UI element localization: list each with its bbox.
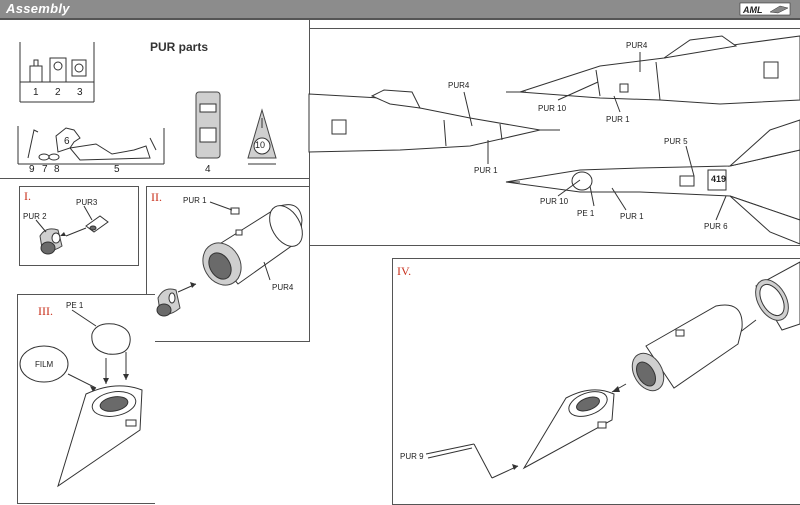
part-number-4: 4 (205, 164, 211, 175)
part-number-9: 9 (29, 164, 35, 175)
step-1-panel (19, 186, 139, 266)
step-4-number: IV. (397, 264, 412, 278)
part-number-7: 7 (42, 164, 48, 175)
label-top-pur4: PUR4 (626, 41, 648, 50)
brand-logo: AML (739, 2, 792, 16)
label-bottom-pur1: PUR 1 (620, 212, 644, 221)
part-number-8: 8 (54, 164, 60, 175)
label-bottom-pur6: PUR 6 (704, 222, 728, 231)
logo-text: AML (742, 5, 763, 15)
pur-parts-title: PUR parts (150, 40, 209, 54)
pur-parts-drawings (17, 42, 277, 165)
page-title: Assembly (6, 1, 70, 16)
part-number-10: 10 (255, 140, 266, 150)
label-bottom-pur5: PUR 5 (664, 137, 688, 146)
label-left-pur4: PUR4 (448, 81, 470, 90)
label-pur4-step2: PUR4 (272, 283, 294, 292)
step-1-number: I. (24, 189, 31, 203)
label-top-pur10: PUR 10 (538, 104, 567, 113)
logo-icon: AML (739, 2, 791, 16)
part-number-1: 1 (33, 87, 39, 98)
label-pur2: PUR 2 (23, 212, 47, 221)
header-bar: Assembly AML (0, 0, 800, 20)
label-pe1-step3: PE 1 (66, 301, 84, 310)
part-number-3: 3 (77, 87, 83, 98)
part-number-6: 6 (64, 136, 70, 147)
label-top-pur1: PUR 1 (606, 115, 630, 124)
part-number-2: 2 (55, 87, 61, 98)
label-pur9: PUR 9 (400, 452, 424, 461)
label-bottom-pur10: PUR 10 (540, 197, 569, 206)
label-bottom-pe1: PE 1 (577, 209, 595, 218)
label-left-pur1: PUR 1 (474, 166, 498, 175)
aircraft-code: 419 (711, 174, 727, 184)
label-film: FILM (35, 360, 54, 369)
label-pur3: PUR3 (76, 198, 98, 207)
label-pur1-step2: PUR 1 (183, 196, 207, 205)
step-2-number: II. (151, 190, 162, 204)
step-4-panel (392, 258, 800, 505)
part-number-5: 5 (114, 164, 120, 175)
step-3-number: III. (38, 304, 53, 318)
